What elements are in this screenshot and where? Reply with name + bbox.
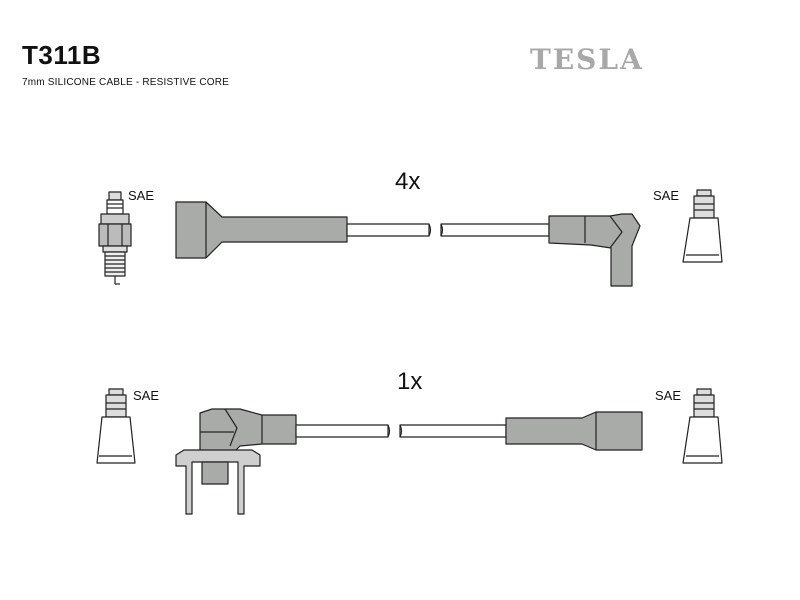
lead-2-straight-boot [505, 411, 643, 451]
sae-terminal-icon [682, 189, 723, 263]
lead-1-angled-boot [548, 213, 641, 287]
spark-plug-icon [98, 191, 132, 285]
lead-2-cable [295, 424, 507, 438]
brand-logo: TESLA [530, 43, 644, 76]
part-number: T311B [22, 40, 102, 70]
lead-2-mounting-bracket [175, 449, 261, 515]
lead-1-left-label: SAE [128, 188, 155, 203]
sae-terminal-icon [682, 388, 723, 464]
sae-terminal-icon [96, 388, 136, 464]
lead-2-right-label: SAE [655, 388, 682, 403]
lead-2-angled-boot [199, 408, 297, 453]
lead-1-quantity: 4x [395, 168, 421, 195]
cable-description: 7mm SILICONE CABLE - RESISTIVE CORE [22, 77, 230, 88]
lead-2-quantity: 1x [397, 368, 423, 395]
lead-1-right-label: SAE [653, 188, 680, 203]
lead-1-straight-boot [175, 201, 348, 259]
lead-2-left-label: SAE [133, 388, 160, 403]
lead-1-cable [346, 223, 550, 237]
